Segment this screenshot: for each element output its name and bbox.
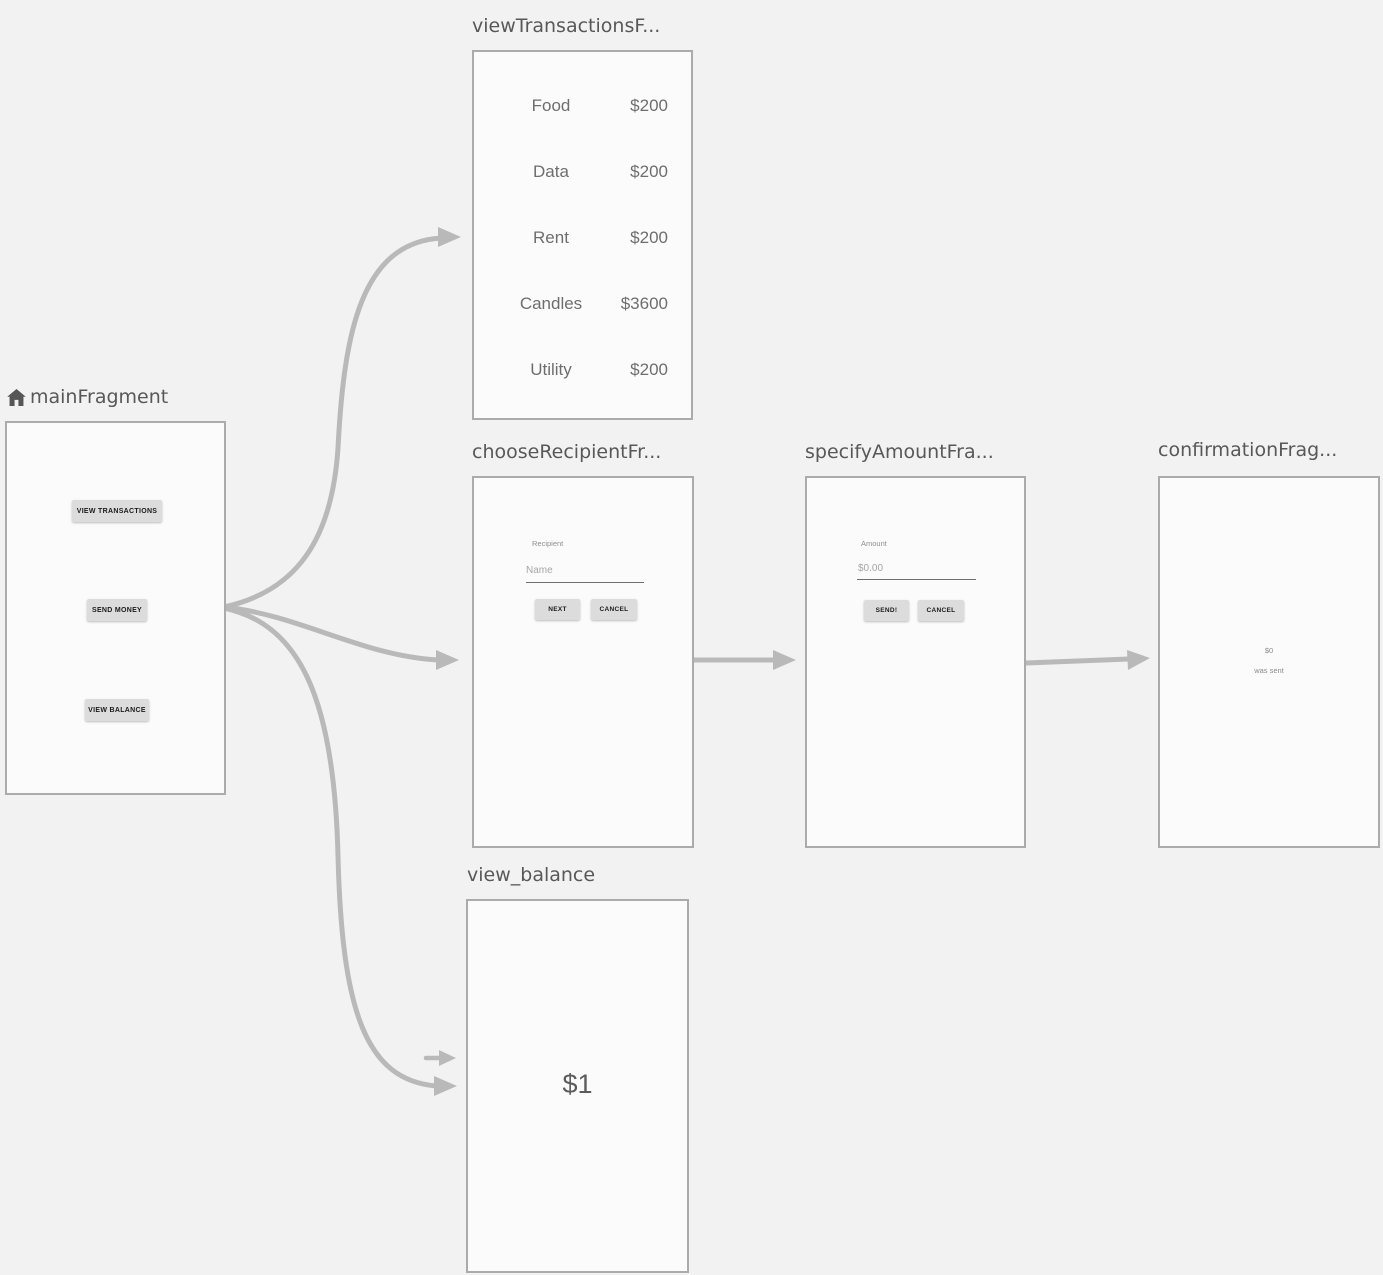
transaction-label: Data: [533, 162, 569, 181]
transaction-amount: $200: [630, 162, 668, 181]
transaction-label: Rent: [533, 228, 569, 247]
transaction-row: Candles $3600: [474, 294, 691, 316]
fragment-card-chooseRecipient[interactable]: Recipient Name NEXT CANCEL: [472, 476, 694, 848]
preview-input-placeholder: Name: [526, 565, 553, 576]
preview-button-cancel: CANCEL: [591, 599, 637, 620]
fragment-card-confirmation[interactable]: $0 was sent: [1158, 476, 1380, 848]
fragment-title-mainFragment[interactable]: mainFragment: [7, 386, 168, 408]
transaction-label: Candles: [519, 294, 583, 313]
preview-button-send-money: SEND MONEY: [87, 599, 147, 621]
fragment-title-chooseRecipient[interactable]: chooseRecipientFr...: [472, 441, 661, 463]
fragment-title-label: viewTransactionsF...: [472, 15, 661, 37]
preview-button-next: NEXT: [535, 599, 580, 620]
preview-sent-text: was sent: [1254, 666, 1284, 675]
action-arrow-main-to-viewTransactions[interactable]: [221, 235, 444, 610]
fragment-card-specifyAmount[interactable]: Amount $0.00 SEND! CANCEL: [805, 476, 1026, 848]
preview-amount-text: $0: [1264, 646, 1274, 655]
arrowhead-viewTransactions: [438, 227, 461, 247]
preview-field-label: Recipient: [532, 539, 564, 548]
arrowhead-specifyAmount: [773, 650, 796, 670]
preview-input-underline: [526, 582, 644, 583]
preview-button-view-transactions: VIEW TRANSACTIONS: [72, 500, 162, 522]
transaction-label: Utility: [530, 360, 572, 379]
action-arrow-specifyAmount-to-confirmation[interactable]: [1023, 656, 1132, 666]
transaction-amount: $200: [630, 360, 668, 379]
fragment-title-confirmation[interactable]: confirmationFrag...: [1158, 439, 1337, 461]
transaction-row: Utility $200: [474, 360, 691, 382]
transaction-row: Food $200: [474, 96, 691, 118]
preview-field-label: Amount: [861, 539, 887, 548]
fragment-title-label: view_balance: [467, 864, 596, 886]
preview-input-placeholder: $0.00: [858, 563, 884, 574]
transaction-label: Food: [531, 96, 571, 115]
transaction-row: Data $200: [474, 162, 691, 184]
fragment-title-label: mainFragment: [30, 386, 169, 408]
arrowhead-stub: [439, 1050, 456, 1066]
action-arrow-main-to-chooseRecipient[interactable]: [221, 604, 441, 663]
fragment-card-viewBalance[interactable]: $1: [466, 899, 689, 1273]
preview-button-cancel: CANCEL: [918, 600, 964, 621]
transaction-amount: $200: [630, 96, 668, 115]
home-icon: [7, 388, 26, 406]
preview-button-view-balance: VIEW BALANCE: [85, 699, 149, 721]
fragment-title-viewTransactions[interactable]: viewTransactionsF...: [472, 15, 660, 37]
fragment-card-mainFragment[interactable]: VIEW TRANSACTIONS SEND MONEY VIEW BALANC…: [5, 421, 226, 795]
arrowhead-viewBalance: [434, 1076, 457, 1096]
action-arrow-main-to-viewBalance[interactable]: [221, 605, 439, 1089]
transaction-row: Rent $200: [474, 228, 691, 250]
preview-input-underline: [857, 579, 976, 580]
arrowhead-chooseRecipient: [436, 650, 459, 670]
arrowhead-confirmation: [1127, 650, 1150, 670]
fragment-card-viewTransactions[interactable]: Food $200 Data $200 Rent $200 Candles $3…: [472, 50, 693, 420]
preview-balance-text: $1: [562, 1069, 593, 1099]
transaction-amount: $200: [630, 228, 668, 247]
fragment-title-specifyAmount[interactable]: specifyAmountFra...: [805, 441, 994, 463]
fragment-title-viewBalance[interactable]: view_balance: [467, 864, 595, 886]
preview-button-send: SEND!: [864, 600, 909, 621]
fragment-title-label: specifyAmountFra...: [805, 441, 994, 463]
fragment-title-label: chooseRecipientFr...: [472, 441, 662, 463]
fragment-title-label: confirmationFrag...: [1158, 439, 1338, 461]
transaction-amount: $3600: [620, 294, 668, 313]
